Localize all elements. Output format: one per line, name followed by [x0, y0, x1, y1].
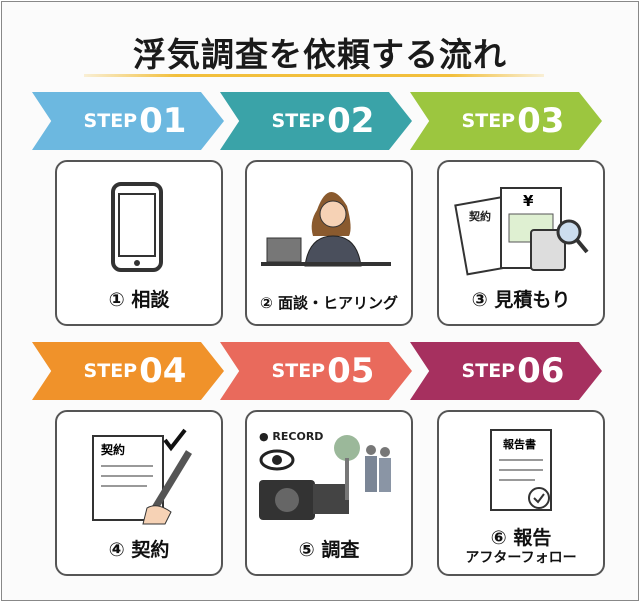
contract-doc-text: 契約: [468, 209, 491, 223]
step-label: ⑥ 報告アフターフォロー: [439, 527, 603, 566]
record-text: ● RECORD: [259, 430, 323, 443]
yen-text: ¥: [523, 192, 534, 210]
step-label-sub: アフターフォロー: [465, 549, 577, 566]
step-01-card: ① 相談: [55, 160, 223, 326]
interview-person-icon: [261, 191, 391, 267]
report-document-icon: 報告書: [490, 429, 552, 511]
smartphone-icon: [111, 182, 163, 272]
step-word: STEP: [461, 360, 516, 382]
surveillance-camera-icon: ● RECORD: [259, 430, 391, 520]
step-number: 02: [327, 101, 375, 141]
step-04-card: 契約 ④ 契約: [55, 410, 223, 576]
step-02-card: ② 面談・ヒアリング: [245, 160, 413, 326]
step-number: 01: [139, 101, 187, 141]
step-label: ④ 契約: [108, 539, 170, 562]
contract-doc-text: 契約: [100, 442, 125, 457]
step-03-card: 契約 ¥ ③ 見積もり: [437, 160, 605, 326]
step-label: ③ 見積もり: [471, 289, 571, 312]
step-label-main: ⑥ 報告: [490, 527, 552, 550]
step-word: STEP: [271, 110, 326, 132]
step-label: ① 相談: [108, 289, 170, 312]
page-title: 浮気調査を依頼する流れ: [133, 35, 507, 74]
step-label: ⑤ 調査: [298, 539, 360, 562]
step-word: STEP: [83, 110, 138, 132]
step-word: STEP: [461, 110, 516, 132]
title-underline: [84, 74, 544, 77]
step-number: 06: [517, 351, 565, 391]
step-word: STEP: [83, 360, 138, 382]
estimate-documents-icon: 契約 ¥: [454, 187, 589, 276]
step-number: 04: [139, 351, 187, 391]
step-06-card: 報告書 ⑥ 報告アフターフォロー: [437, 410, 605, 576]
report-doc-text: 報告書: [503, 437, 536, 451]
contract-signing-icon: 契約: [92, 428, 192, 525]
step-word: STEP: [271, 360, 326, 382]
step-number: 05: [327, 351, 375, 391]
step-label: ② 面談・ヒアリング: [260, 293, 398, 312]
step-number: 03: [517, 101, 565, 141]
step-05-card: ● RECORD ⑤ 調査: [245, 410, 413, 576]
